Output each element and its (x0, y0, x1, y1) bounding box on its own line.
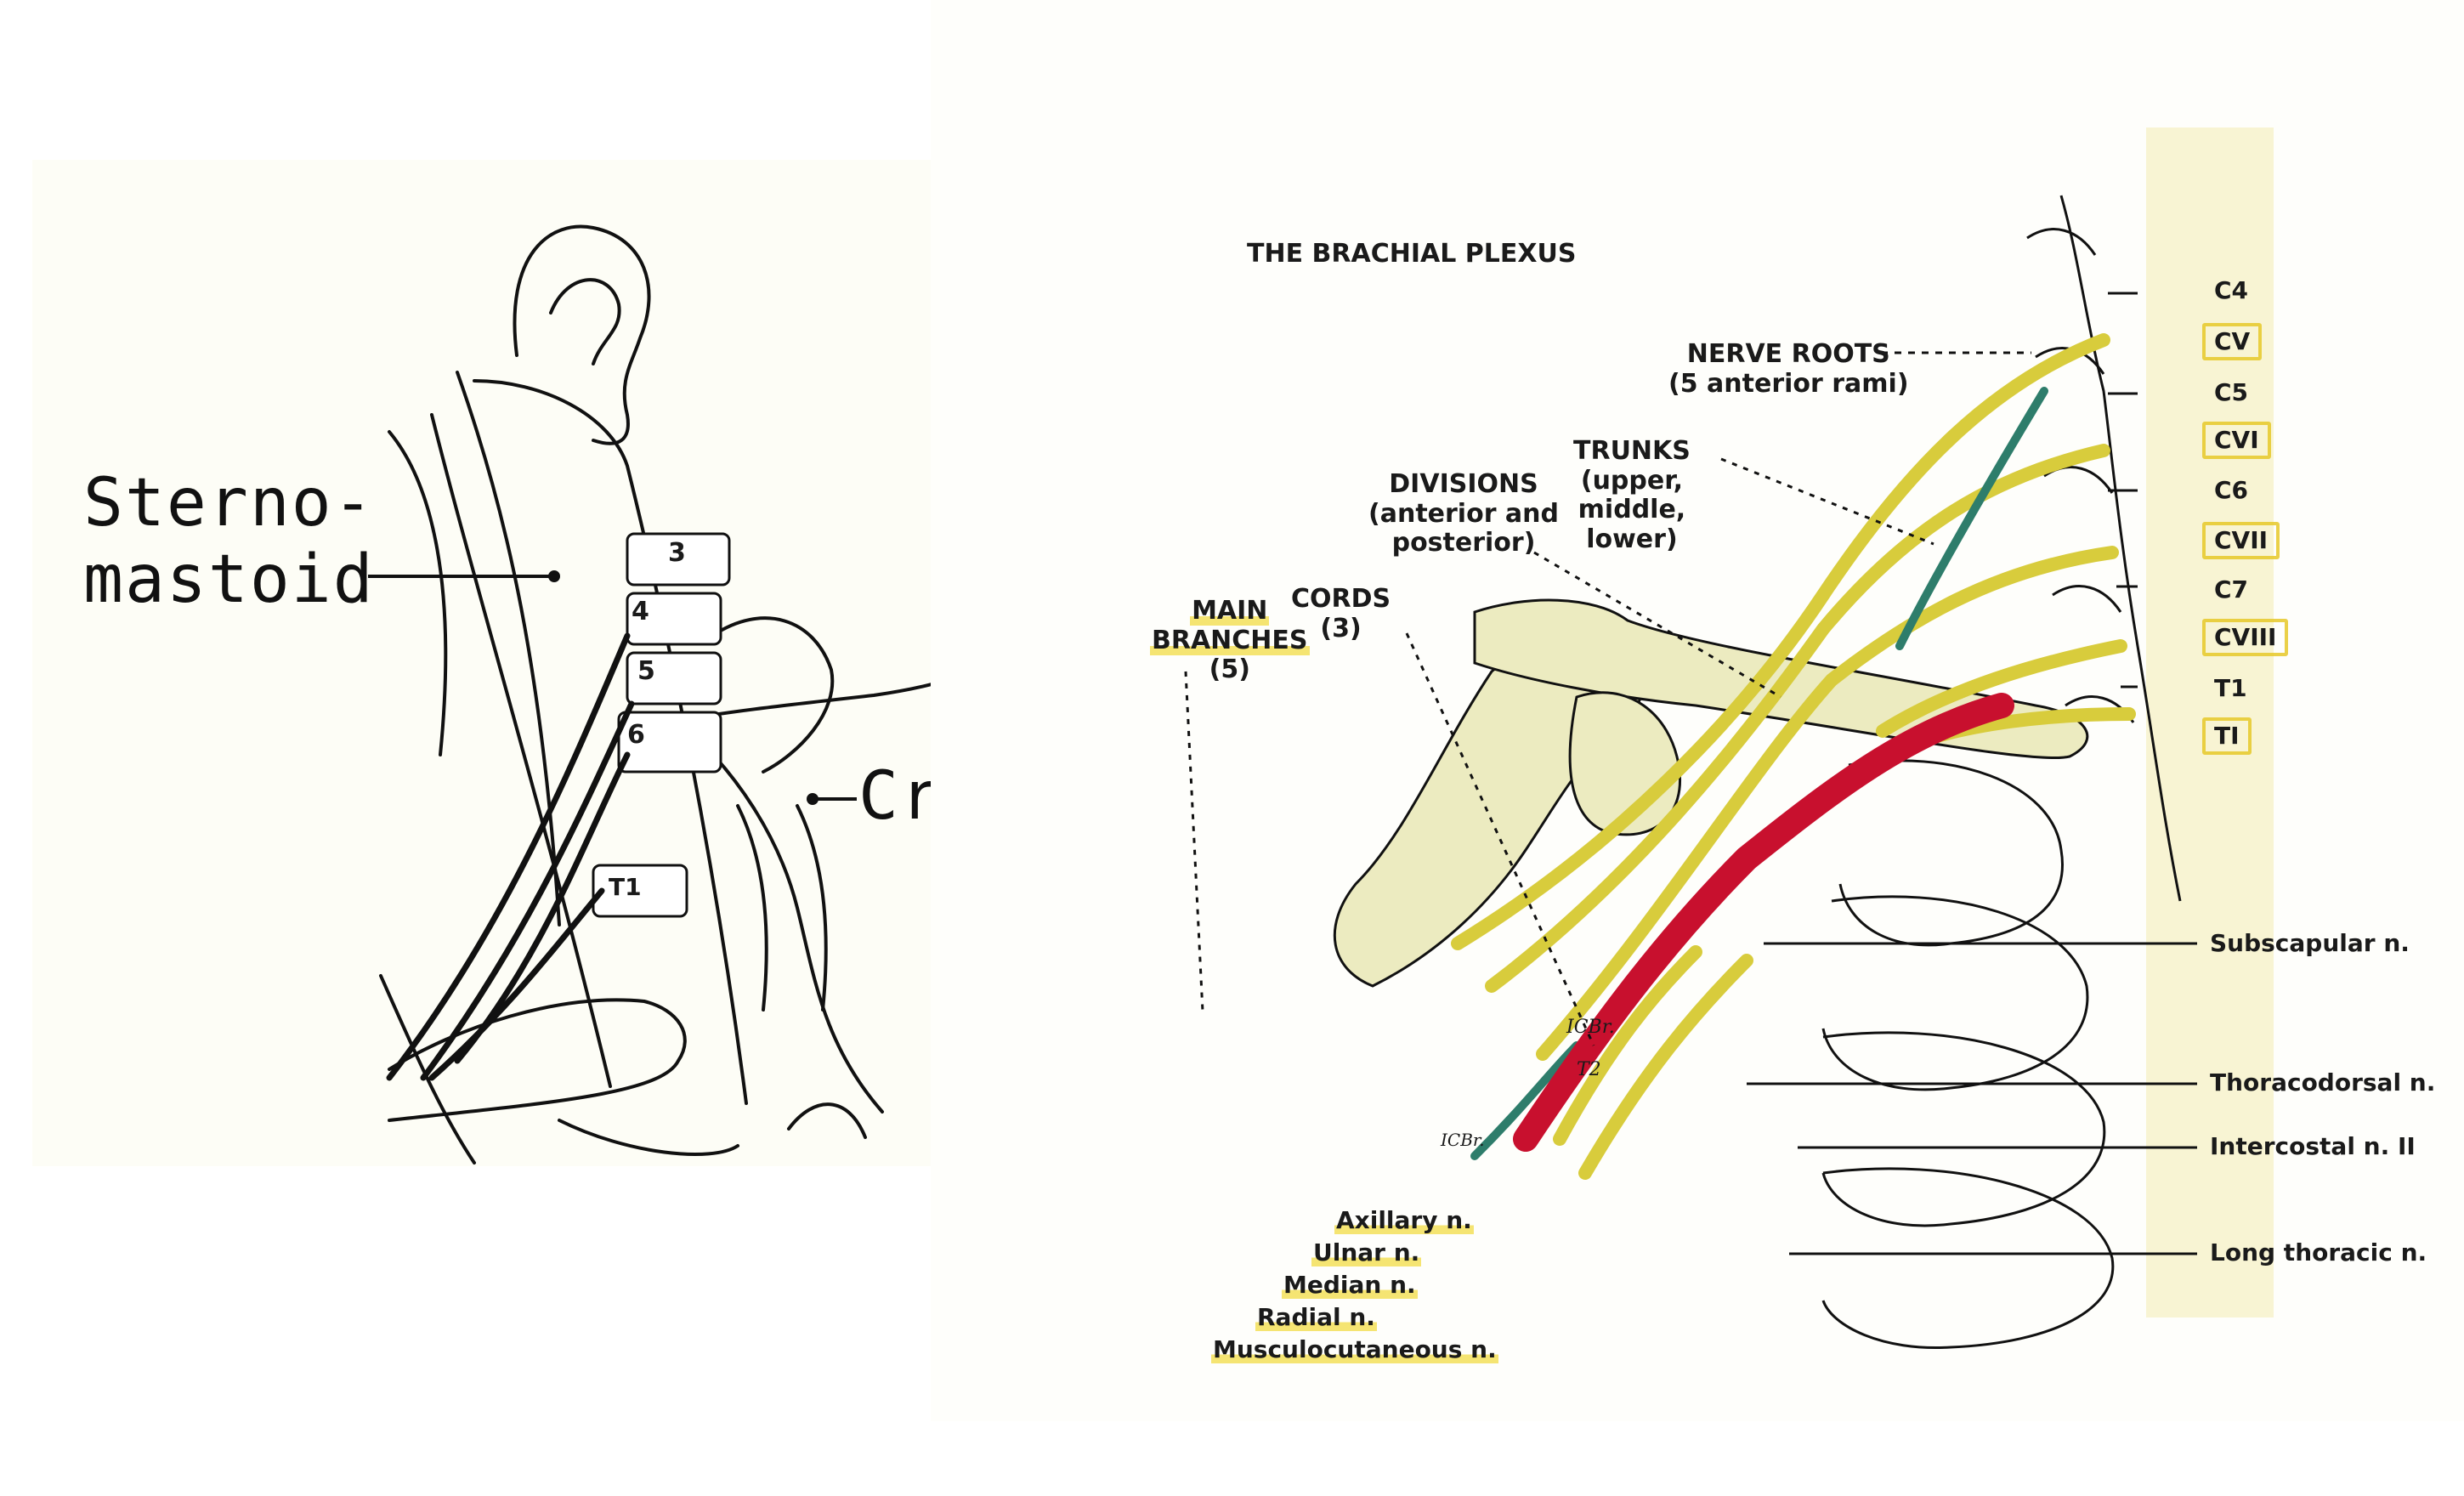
radial-label: Radial n. (1255, 1303, 1377, 1331)
vertebra-number-5: 5 (637, 656, 655, 686)
brachial-plexus-figure: THE BRACHIAL PLEXUS NERVE ROOTS (5 anter… (931, 0, 2464, 1421)
vertebra-number-4: 4 (632, 597, 649, 626)
plexus-title: THE BRACHIAL PLEXUS (1247, 239, 1577, 269)
vertebra-number-t1: T1 (609, 873, 642, 901)
handwritten-icbr-1: ICBr. (1566, 1017, 1615, 1038)
handwritten-t2: T2 (1577, 1059, 1601, 1080)
rib-1 (1838, 759, 2064, 947)
label-cvi: CVI (2202, 422, 2271, 460)
cords-line1: CORDS (1291, 584, 1391, 614)
nerve-root-t1 (1876, 639, 2127, 738)
rib-4 (1821, 1167, 2115, 1350)
trunks-line4: lower) (1586, 524, 1678, 554)
median-label: Median n. (1282, 1271, 1418, 1299)
sternomastoid-label-line1: Sterno- (83, 465, 375, 541)
trunks-label: TRUNKS (upper, middle, lower) (1573, 436, 1691, 554)
trunks-leader (1720, 457, 1934, 546)
label-cv: CV (2202, 323, 2263, 361)
intercostal-label: Intercostal n. II (2210, 1132, 2416, 1160)
sternomastoid-label-line2: mastoid (83, 541, 375, 618)
main-branches-line2: BRANCHES (1150, 625, 1310, 655)
rib-2 (1821, 895, 2089, 1091)
vertebra-number-3: 3 (668, 538, 686, 568)
label-t1: T1 (2214, 674, 2247, 702)
axillary-artery (1513, 693, 2014, 1152)
nerve-trunk-upper (1451, 333, 2110, 950)
main-branches-label: MAIN BRANCHES (5) (1150, 596, 1310, 685)
spinal-column (2059, 195, 2182, 902)
long-thoracic-label: Long thoracic n. (2210, 1238, 2427, 1266)
label-cviii: CVIII (2202, 619, 2289, 657)
label-c7: C7 (2214, 575, 2249, 604)
divisions-label: DIVISIONS (anterior and posterior) (1368, 469, 1560, 558)
vertebra-3 (626, 532, 731, 586)
musculocutaneous-label: Musculocutaneous n. (1211, 1335, 1498, 1363)
branch-musculocutaneous (1553, 945, 1702, 1146)
rib-3 (1821, 1031, 2106, 1227)
vertebra-t1 (592, 864, 688, 918)
vertebra-4 (626, 592, 722, 646)
subscapular-label: Subscapular n. (2210, 929, 2410, 957)
vein-lower (1470, 1041, 1581, 1160)
cords-line2: (3) (1320, 613, 1362, 643)
trunks-line1: TRUNKS (1573, 436, 1691, 466)
ulnar-text: Ulnar n. (1311, 1238, 1422, 1266)
label-c5: C5 (2214, 378, 2249, 406)
nerve-roots-line1: NERVE ROOTS (1686, 339, 1890, 369)
divisions-leader (1533, 551, 1781, 699)
trunks-line2: (upper, (1580, 465, 1684, 496)
nerve-roots-label: NERVE ROOTS (5 anterior rami) (1668, 339, 1909, 399)
sternomastoid-label: Sterno- mastoid (83, 465, 375, 618)
main-branches-line3: (5) (1209, 654, 1250, 684)
ulnar-label: Ulnar n. (1311, 1238, 1422, 1266)
axillary-text: Axillary n. (1334, 1206, 1474, 1234)
nerve-trunk-middle (1485, 444, 2110, 993)
radial-text: Radial n. (1255, 1303, 1377, 1331)
thoracodorsal-label: Thoracodorsal n. (2210, 1068, 2436, 1096)
nerve-trunk-lower (1536, 546, 2119, 1061)
median-text: Median n. (1282, 1271, 1418, 1299)
vertebra-6 (617, 711, 722, 774)
plexus-drawing (1184, 128, 2274, 1350)
nerve-roots-line2: (5 anterior rami) (1668, 368, 1909, 399)
musculocutaneous-text: Musculocutaneous n. (1211, 1335, 1498, 1363)
cords-leader (1405, 632, 1595, 1046)
handwritten-icbr-2: ICBr. (1441, 1130, 1485, 1150)
divisions-line2: (anterior and (1368, 498, 1560, 529)
cords-label: CORDS (3) (1291, 584, 1391, 643)
main-branches-leader (1184, 671, 1204, 1012)
axillary-label: Axillary n. (1334, 1206, 1474, 1234)
branch-axillary (1578, 954, 1753, 1180)
label-ti: TI (2202, 717, 2252, 756)
label-c6: C6 (2214, 476, 2249, 504)
main-branches-line1: MAIN (1190, 596, 1270, 626)
label-c4: C4 (2214, 276, 2249, 304)
trunks-line3: middle, (1578, 495, 1686, 524)
vein-upper (1895, 387, 2048, 650)
vertebra-5 (626, 651, 722, 706)
divisions-line3: posterior) (1391, 528, 1536, 558)
vertebra-number-6: 6 (627, 720, 645, 750)
label-cvii: CVII (2202, 522, 2280, 560)
divisions-line1: DIVISIONS (1389, 469, 1538, 499)
